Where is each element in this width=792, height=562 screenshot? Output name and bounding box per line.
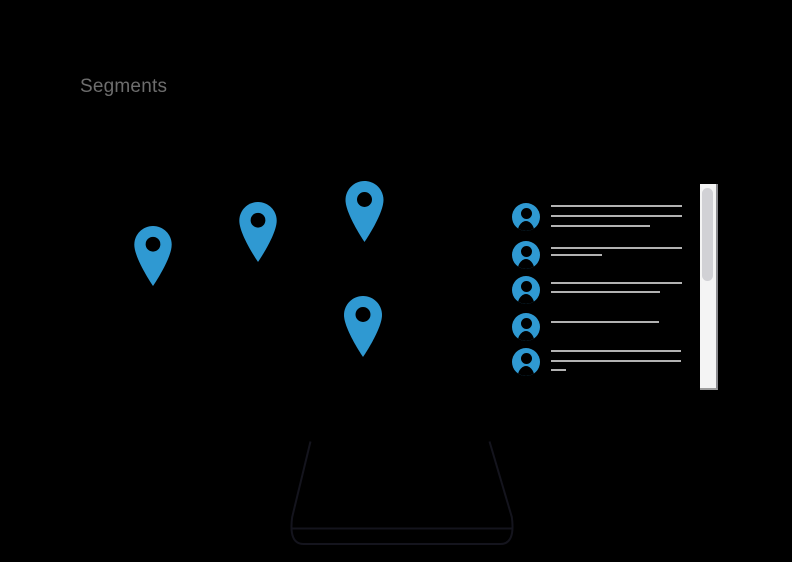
- user-avatar-icon: [512, 348, 540, 376]
- map-pin-icon[interactable]: [239, 202, 277, 262]
- map-pin-icon[interactable]: [345, 181, 384, 242]
- avatar-torso-shape: [517, 220, 535, 231]
- page-title: Segments: [80, 76, 168, 97]
- list-item[interactable]: [512, 276, 684, 306]
- skeleton-text-line: [551, 321, 659, 323]
- user-avatar-icon: [512, 203, 540, 231]
- list-item[interactable]: [512, 348, 684, 378]
- user-avatar-icon: [512, 313, 540, 341]
- avatar-torso-shape: [517, 365, 535, 376]
- skeleton-text-line: [551, 369, 566, 371]
- avatar-head-shape: [520, 281, 532, 292]
- skeleton-text-line: [551, 254, 602, 256]
- scrollbar-thumb[interactable]: [702, 188, 713, 281]
- user-avatar-icon: [512, 241, 540, 269]
- avatar-head-shape: [520, 353, 532, 364]
- avatar-torso-shape: [517, 330, 535, 341]
- avatar-torso-shape: [517, 258, 535, 269]
- avatar-head-shape: [520, 208, 532, 219]
- skeleton-text-line: [551, 205, 682, 207]
- scrollbar-track[interactable]: [700, 184, 718, 390]
- list-item[interactable]: [512, 241, 684, 271]
- skeleton-text-line: [551, 225, 650, 227]
- avatar-head-shape: [520, 318, 532, 329]
- map-pin-icon[interactable]: [134, 226, 172, 286]
- skeleton-text-line: [551, 282, 682, 284]
- avatar-head-shape: [520, 246, 532, 257]
- list-item[interactable]: [512, 313, 684, 343]
- skeleton-text-line: [551, 215, 682, 217]
- avatar-torso-shape: [517, 293, 535, 304]
- skeleton-text-line: [551, 360, 681, 362]
- list-item[interactable]: [512, 203, 684, 233]
- skeleton-text-line: [551, 291, 660, 293]
- skeleton-text-line: [551, 350, 681, 352]
- map-pin-icon[interactable]: [344, 296, 382, 357]
- user-avatar-icon: [512, 276, 540, 304]
- skeleton-text-line: [551, 247, 682, 249]
